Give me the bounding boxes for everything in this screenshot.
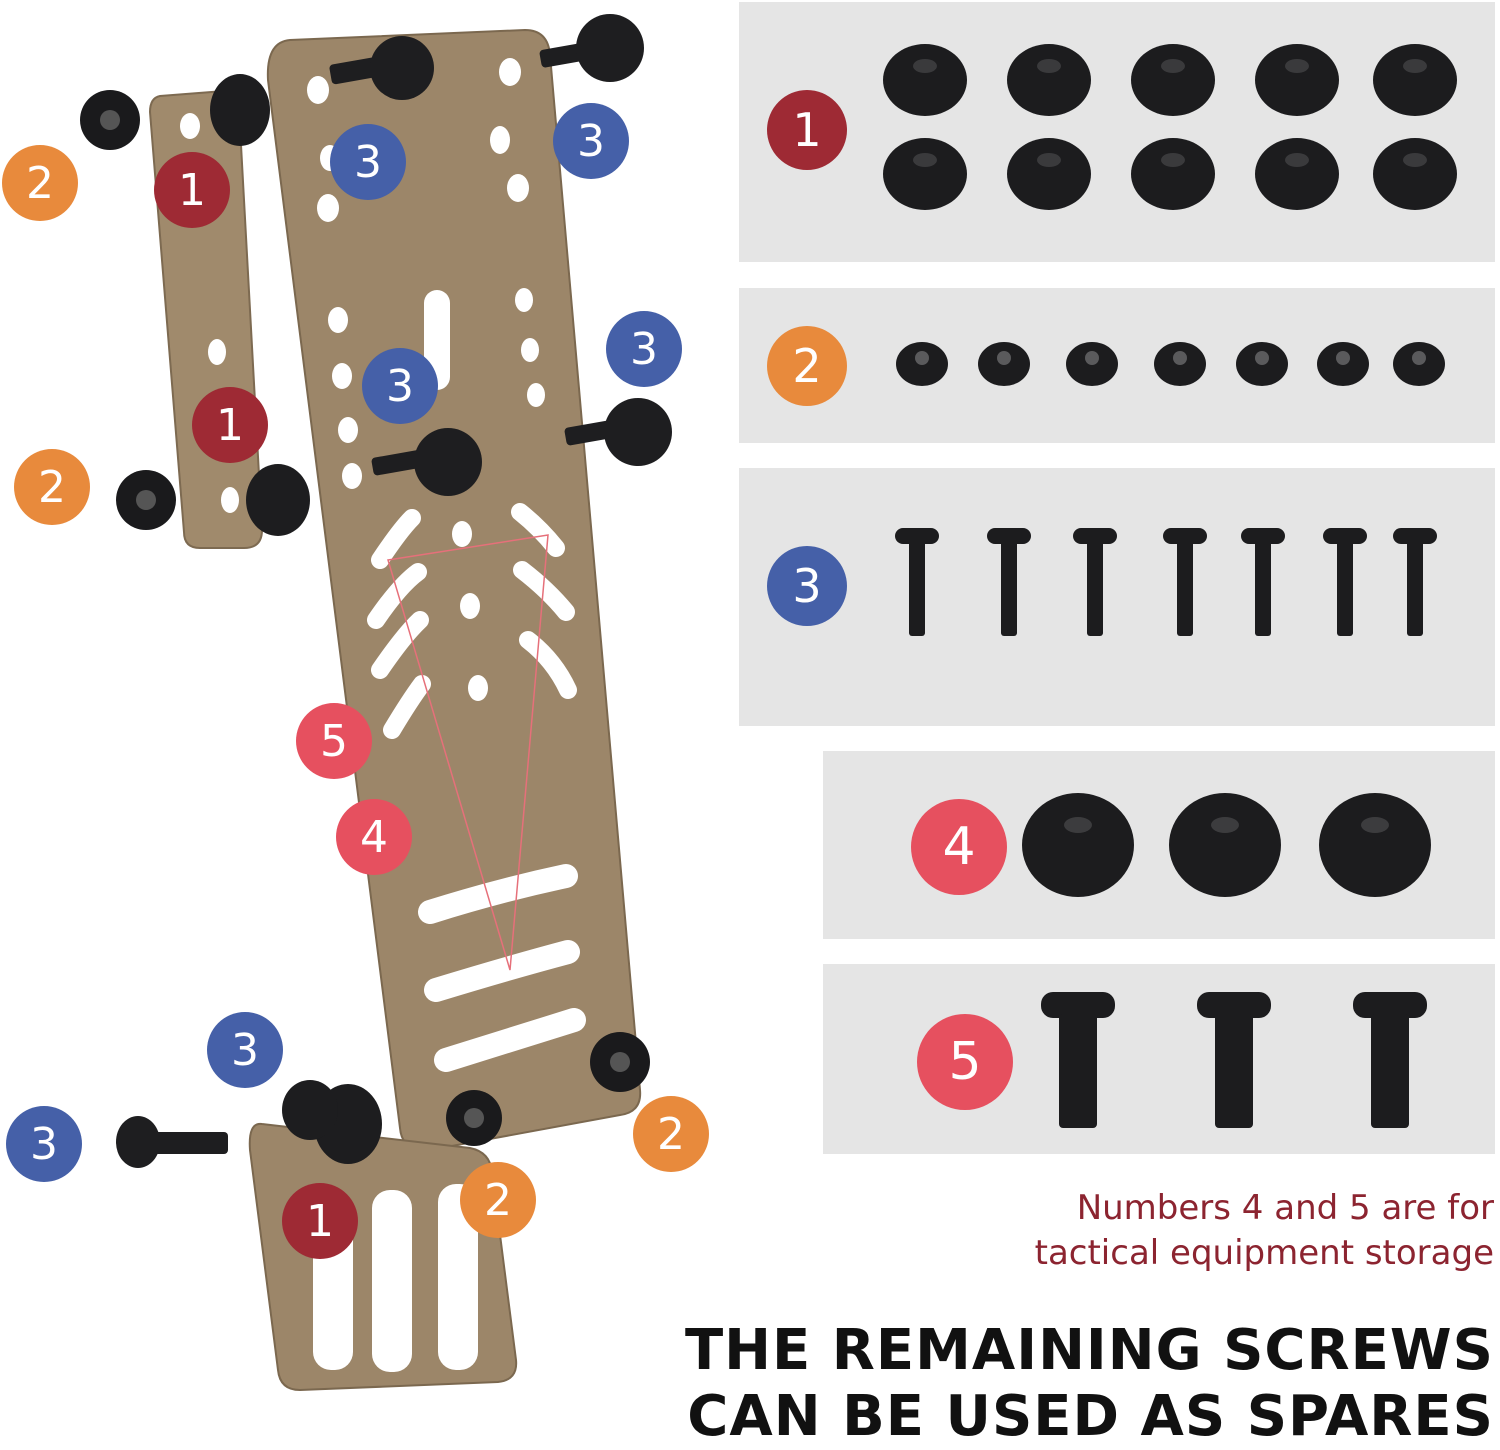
spares-heading-line-2: CAN BE USED AS SPARES (687, 1384, 1494, 1449)
panel-1-badge: 1 (767, 90, 847, 170)
badge-1-bottom-plate: 1 (282, 1183, 358, 1259)
bottom-belt-plate (248, 1122, 518, 1392)
storage-note: Numbers 4 and 5 are for tactical equipme… (1035, 1186, 1494, 1276)
badge-2-bottom-plate: 2 (460, 1162, 536, 1238)
parts-panel-3-long-screws: 3 (739, 468, 1495, 726)
spacer-set-icon (883, 44, 1457, 210)
large-spacer-set-icon (1022, 793, 1431, 897)
storage-note-line-2: tactical equipment storage (1034, 1233, 1494, 1273)
parts-panel-1-spacers: 1 (739, 2, 1495, 262)
badge-2-left-middle: 2 (14, 449, 90, 525)
panel-2-badge: 2 (767, 326, 847, 406)
badge-1-side-plate-middle: 1 (192, 387, 268, 463)
panel-5-badge: 5 (917, 1014, 1013, 1110)
panel-4-badge: 4 (911, 799, 1007, 895)
spares-heading-line-1: THE REMAINING SCREWS (684, 1318, 1494, 1383)
badge-3-plate-top-right: 3 (553, 103, 629, 179)
badge-3-right-middle: 3 (606, 311, 682, 387)
badge-3-bottom-left: 3 (6, 1106, 82, 1182)
spares-heading: THE REMAINING SCREWS CAN BE USED AS SPAR… (685, 1318, 1494, 1450)
badge-5-plate: 5 (296, 703, 372, 779)
badge-4-plate: 4 (336, 799, 412, 875)
parts-panel-4-storage-spacers: 4 (823, 751, 1495, 939)
panel-3-badge: 3 (767, 546, 847, 626)
badge-1-side-plate-top: 1 (154, 152, 230, 228)
main-holster-plate (266, 28, 642, 1152)
badge-2-top-left: 2 (2, 145, 78, 221)
parts-panel-5-storage-screws: 5 (823, 964, 1495, 1154)
storage-note-line-1: Numbers 4 and 5 are for (1076, 1188, 1494, 1228)
barrel-nut-set-icon (896, 342, 1445, 386)
mounting-screws (116, 14, 672, 1168)
badge-2-lower-right: 2 (633, 1096, 709, 1172)
barrel-nuts (80, 90, 650, 1146)
long-screw-set-icon (895, 528, 1437, 636)
parts-panel-2-nuts: 2 (739, 288, 1495, 443)
badge-3-plate-top-left: 3 (330, 124, 406, 200)
badge-3-lower-left: 3 (207, 1012, 283, 1088)
exploded-holster-plate-diagram (80, 14, 672, 1392)
rubber-spacers (210, 74, 382, 1164)
badge-3-plate-middle: 3 (362, 348, 438, 424)
short-screw-set-icon (1041, 992, 1427, 1128)
